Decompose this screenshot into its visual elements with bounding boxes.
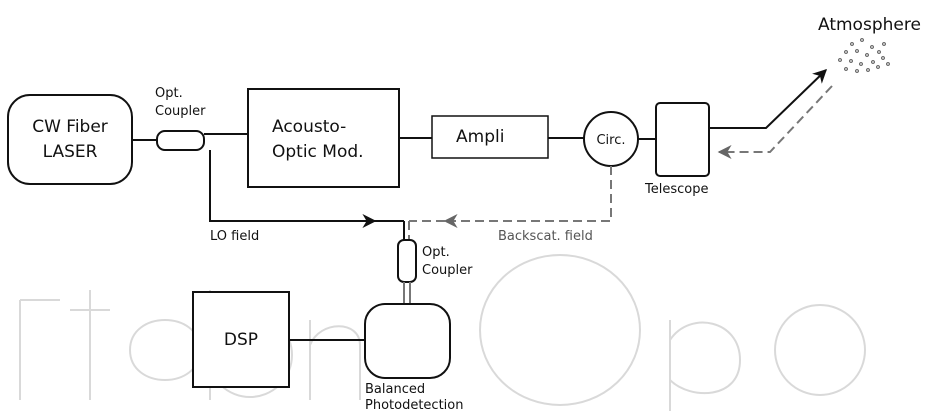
telescope-label: Telescope (644, 182, 708, 197)
optical-coupler-1: Opt. Coupler (155, 86, 206, 151)
coupler1-label-line2: Coupler (155, 104, 206, 119)
lo-field-arrow (209, 150, 377, 228)
backscatter-field-label: Backscat. field (498, 229, 593, 244)
coupler1-label-line1: Opt. (155, 86, 183, 101)
coupler2-label-line1: Opt. (422, 245, 450, 260)
atmosphere: Atmosphere (818, 15, 921, 73)
optical-coupler-2: Opt. Coupler (397, 239, 473, 283)
backscatter-field-arrow (443, 166, 612, 228)
coupler2-label-line2: Coupler (422, 263, 473, 278)
circulator-label: Circ. (596, 133, 625, 148)
laser-label-line1: CW Fiber (32, 117, 108, 137)
balanced-photodetection-block: Balanced Photodetection (364, 303, 463, 411)
acousto-optic-modulator-block: Acousto- Optic Mod. (247, 88, 400, 188)
atmosphere-label: Atmosphere (818, 15, 921, 35)
ampli-label: Ampli (456, 127, 504, 147)
lo-field-label: LO field (210, 229, 259, 244)
cw-fiber-laser-block: CW Fiber LASER (7, 94, 133, 185)
laser-label-line2: LASER (43, 142, 98, 162)
dsp-block: DSP (192, 291, 290, 388)
aom-label-line1: Acousto- (272, 117, 346, 137)
amplifier-block: Ampli (431, 115, 549, 159)
telescope-block: Telescope (644, 102, 710, 197)
circulator: Circ. (583, 111, 639, 167)
backscatter-return-arrow (717, 85, 833, 159)
atmosphere-particles-icon (838, 38, 890, 73)
dsp-label: DSP (224, 330, 258, 350)
aom-label-line2: Optic Mod. (272, 142, 364, 162)
outgoing-beam-arrow (709, 69, 828, 129)
photodet-label-line2: Photodetection (365, 398, 463, 411)
photodet-label-line1: Balanced (365, 382, 425, 397)
